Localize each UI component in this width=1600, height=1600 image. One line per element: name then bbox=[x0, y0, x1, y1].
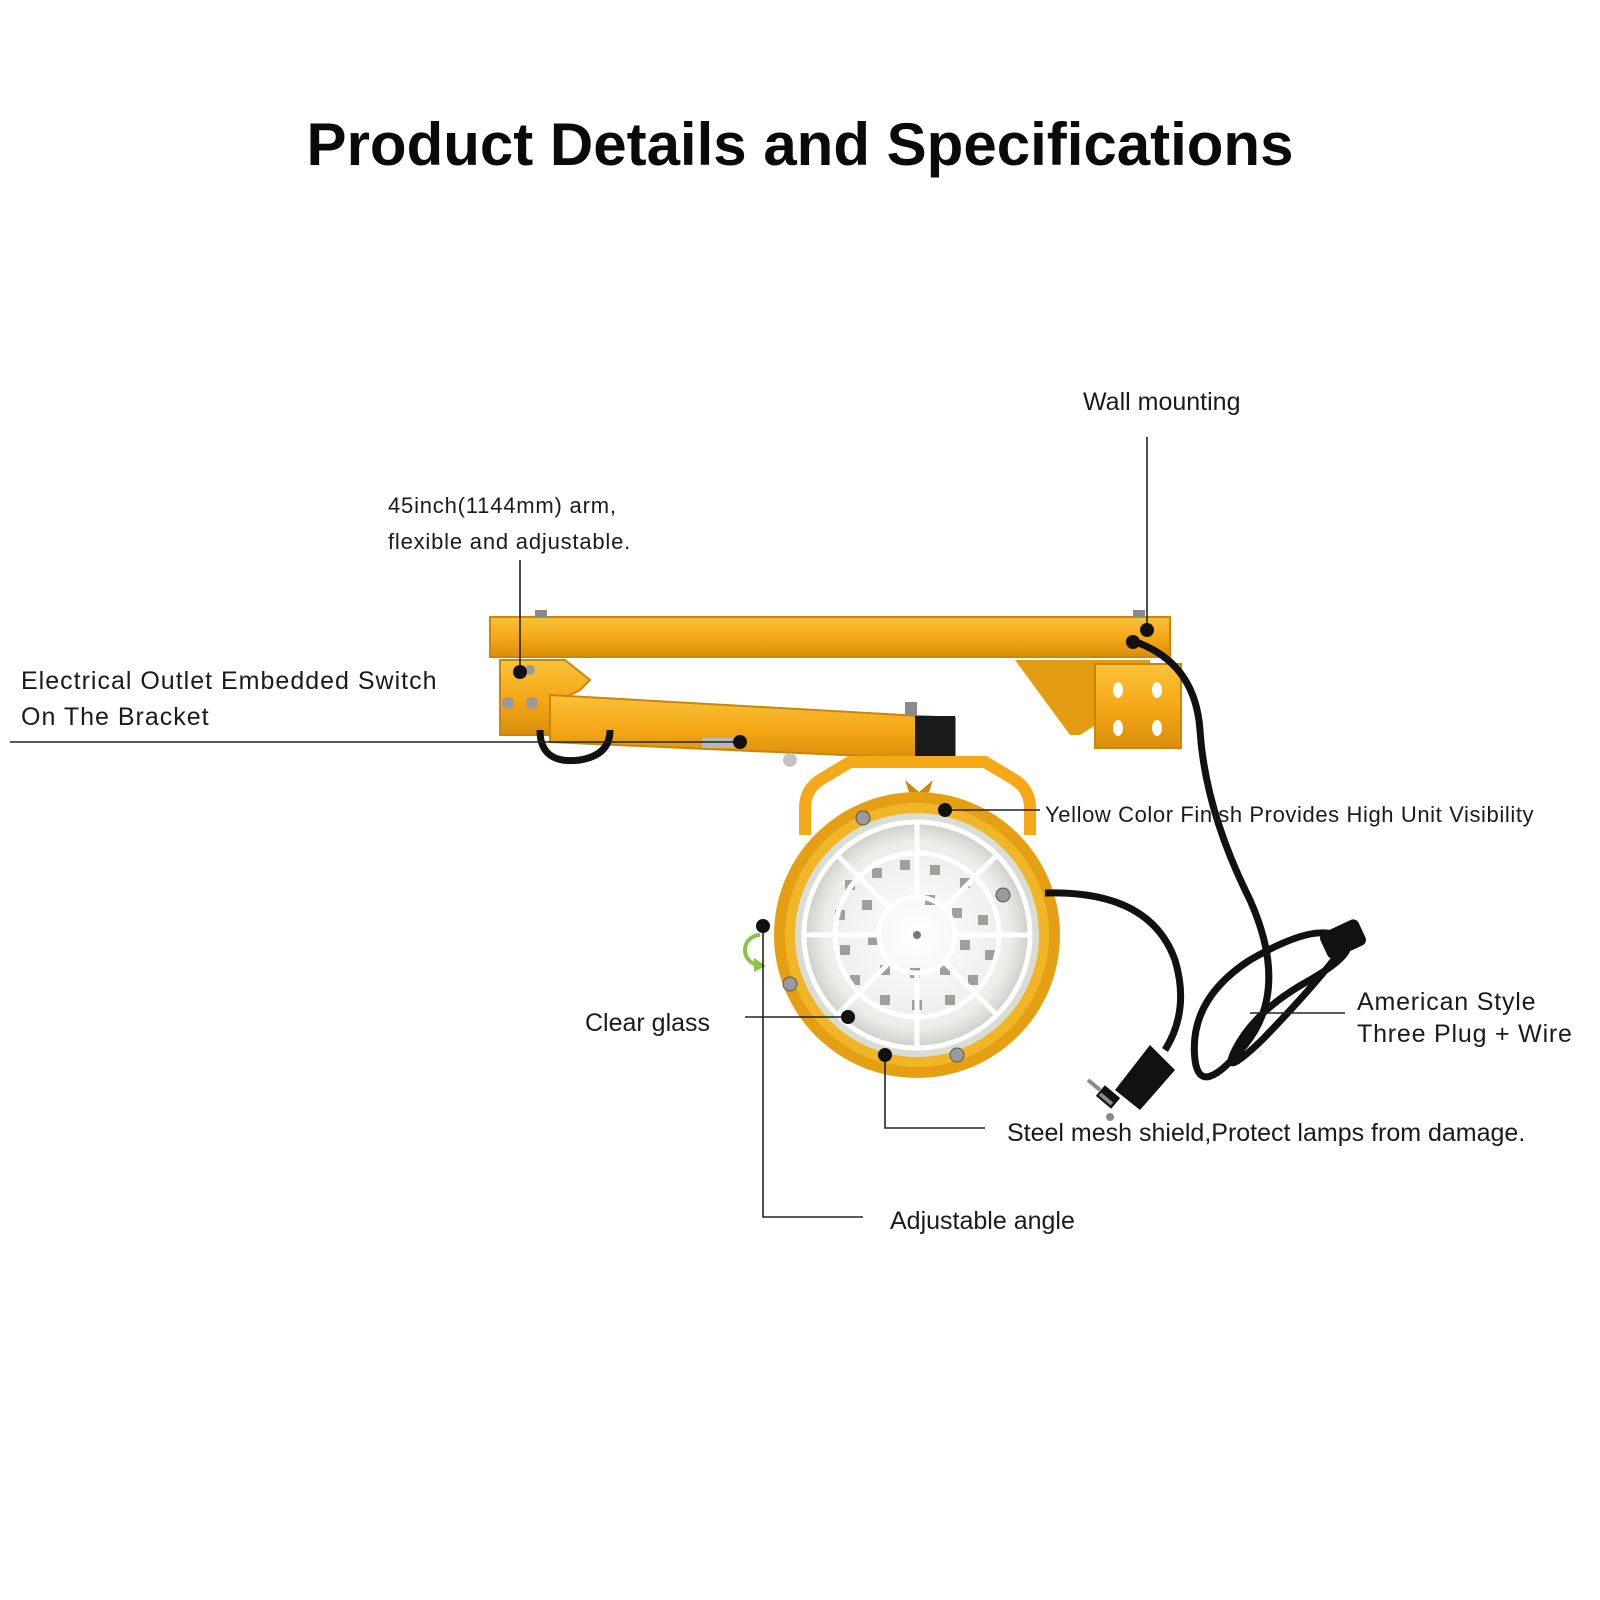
callout-leaders bbox=[10, 437, 1345, 1218]
label-wall-mounting: Wall mounting bbox=[1083, 388, 1241, 416]
callout-dots bbox=[513, 623, 1154, 1062]
label-arm-length: 45inch(1144mm) arm, flexible and adjusta… bbox=[388, 493, 632, 554]
label-adjustable-angle: Adjustable angle bbox=[890, 1207, 1075, 1235]
label-yellow-finish: Yellow Color Finish Provides High Unit V… bbox=[1045, 802, 1535, 827]
page-title: Product Details and Specifications bbox=[306, 111, 1294, 178]
three-prong-plug bbox=[1086, 1045, 1175, 1121]
label-electrical-outlet: Electrical Outlet Embedded Switch On The… bbox=[21, 667, 438, 731]
power-cable bbox=[1126, 636, 1352, 1081]
lamp-head bbox=[774, 792, 1060, 1078]
plug-end-right bbox=[1320, 919, 1366, 959]
steel-mesh-guard bbox=[801, 819, 1033, 1051]
rotate-arrow-icon bbox=[743, 933, 766, 972]
label-clear-glass: Clear glass bbox=[585, 1009, 711, 1037]
lower-arm bbox=[499, 659, 956, 767]
label-american-plug: American Style Three Plug + Wire bbox=[1357, 988, 1573, 1048]
wall-mount-bracket bbox=[1015, 660, 1182, 749]
upper-arm bbox=[489, 610, 1171, 658]
lamp-cable bbox=[1044, 889, 1185, 1052]
label-steel-mesh: Steel mesh shield,Protect lamps from dam… bbox=[1007, 1119, 1526, 1147]
